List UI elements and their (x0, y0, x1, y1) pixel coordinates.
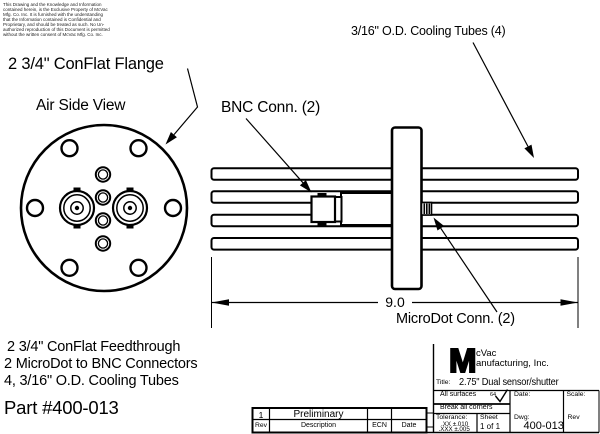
dwg-number: 400-013 (523, 420, 564, 432)
company-name-line-1: cVac (476, 347, 497, 359)
revision-header-ecn: ECN (372, 422, 387, 429)
part-number: Part #400-013 (4, 397, 119, 418)
scale-label: Scale: (566, 390, 586, 398)
notice-line: This Drawing and the Knowledge and Infor… (3, 2, 102, 7)
label-air-side-view: Air Side View (36, 97, 126, 114)
company-name-line-2: anufacturing, Inc. (476, 357, 549, 369)
notice-line: Proprietary, and should be treated as su… (3, 22, 105, 27)
revision-header-description: Description (300, 422, 336, 429)
label-bnc-conn: BNC Conn. (2) (221, 99, 321, 116)
notice-line: without the written consent of McVac Mfg… (3, 32, 103, 37)
revision-header-date: Date (401, 422, 417, 429)
label-microdot-conn: MicroDot Conn. (2) (396, 311, 515, 327)
tolerance-label: Tolerance: (436, 414, 468, 421)
microdot-connector-side (420, 201, 433, 216)
dwg-label: Dwg: (514, 414, 530, 421)
leader-microdot (433, 217, 498, 313)
revision-header-rev: Rev (254, 421, 268, 429)
all-surfaces-note: All surfaces (440, 391, 477, 398)
flange-front-view (19, 123, 189, 293)
bnc-connector-front-left (58, 187, 96, 229)
description-line-3: 4, 3/16" O.D. Cooling Tubes (4, 373, 179, 389)
proprietary-notice: This Drawing and the Knowledge and Infor… (3, 2, 121, 37)
bolt-holes (25, 138, 183, 277)
dimension-lines (211, 257, 579, 328)
leader-conflat-flange (165, 68, 199, 145)
company-logo-m: M (448, 342, 477, 379)
tolerance-xx: .XX ±.010 (441, 420, 469, 428)
revision-table-lines (251, 407, 428, 434)
revision-row-rev: 1 (258, 409, 264, 420)
rev-label: Rev (567, 414, 580, 421)
notice-line: authorized reproduction of this Document… (3, 27, 110, 32)
surface-finish-symbol (494, 389, 509, 403)
leader-bnc (245, 118, 312, 193)
dimension-value: 9.0 (378, 294, 412, 310)
leader-lines (165, 42, 534, 313)
title-label: Title: (436, 379, 451, 386)
leader-cooling-tubes (472, 42, 534, 158)
flange-side-view (210, 126, 579, 291)
description-line-2: 2 MicroDot to BNC Connectors (4, 356, 198, 372)
flange-outline (19, 123, 189, 293)
bnc-connector-front-right (111, 187, 149, 229)
label-cooling-tubes: 3/16" O.D. Cooling Tubes (4) (351, 24, 506, 38)
notice-line: that the Information contained is Confid… (3, 17, 101, 22)
notice-line: contained herein, is the Exclusive Prope… (3, 7, 108, 12)
sheet-value: 1 of 1 (480, 421, 501, 431)
revision-row-description: Preliminary (293, 408, 344, 420)
flange-body-side (390, 126, 423, 291)
label-conflat-flange: 2 3/4" ConFlat Flange (8, 55, 164, 73)
break-corners-note: Break all corners (440, 403, 493, 411)
cooling-tube-holes (94, 166, 112, 252)
surface-finish-value: 64 (490, 391, 497, 398)
notice-line: Mfg. Co. Inc. It is furnished with the u… (3, 12, 104, 17)
drawing-title: 2.75" Dual sensor/shutter (459, 375, 559, 388)
sheet-label: Sheet (480, 414, 498, 421)
date-label: Date: (514, 390, 531, 398)
tolerance-xxx: .XXX ±.005 (438, 426, 470, 434)
description-line-1: 2 3/4" ConFlat Feedthrough (7, 339, 181, 355)
bnc-assembly-side (310, 192, 393, 226)
